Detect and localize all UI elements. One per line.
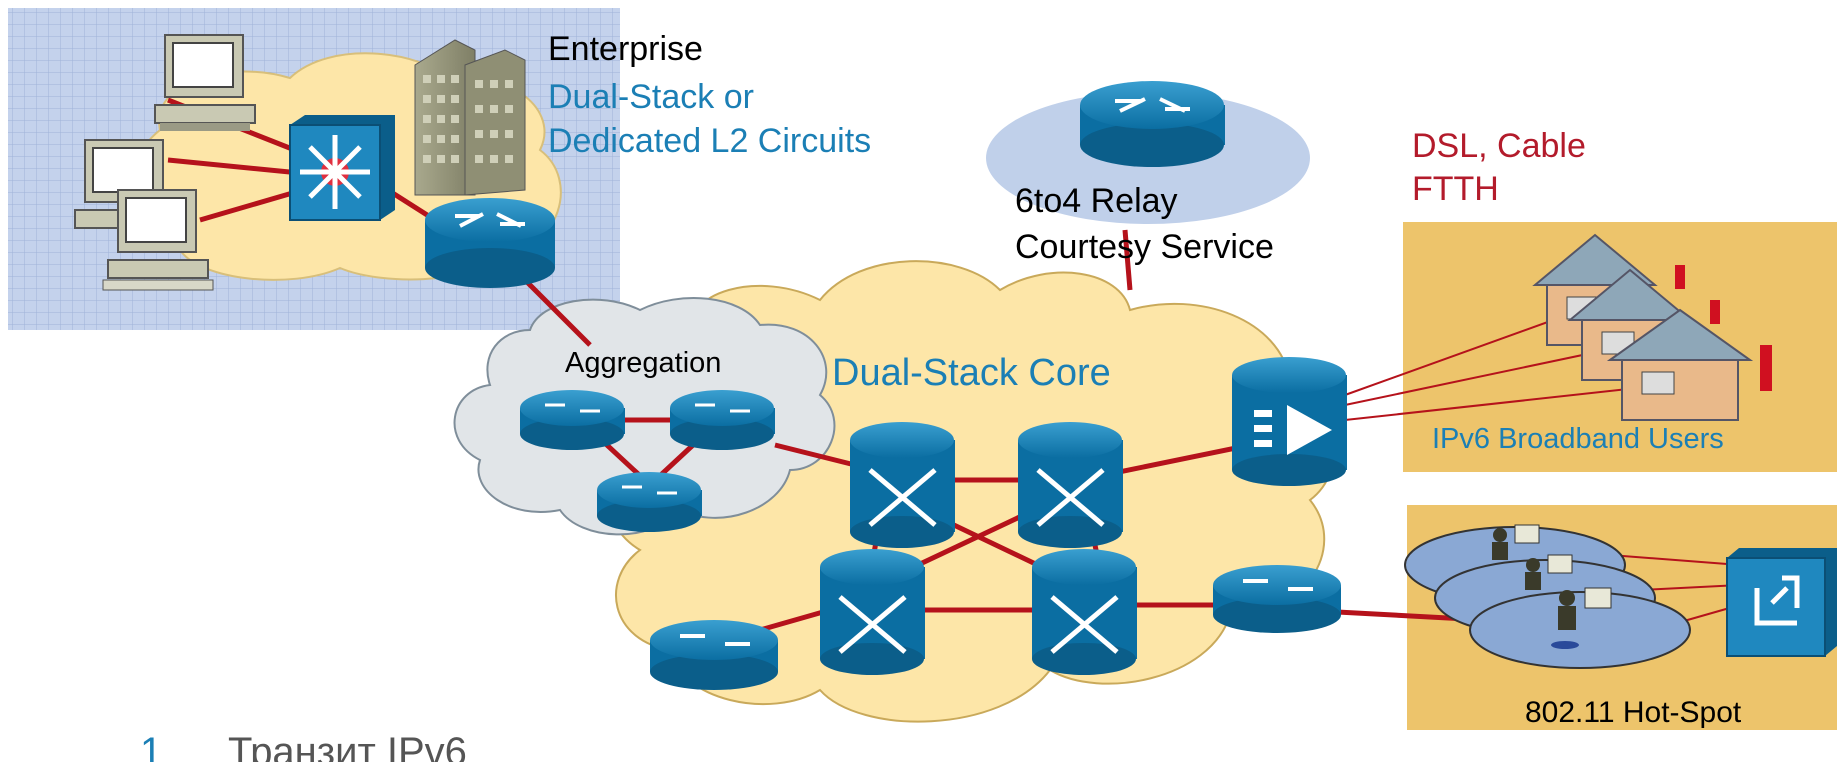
aggregation-label: Aggregation	[565, 347, 721, 379]
core-switch-icon	[1018, 422, 1123, 548]
access-label-line2: FTTH	[1412, 170, 1499, 208]
pc-icon	[154, 34, 256, 131]
enterprise-edge-router-icon	[425, 198, 555, 288]
enterprise-subtitle-line2: Dedicated L2 Circuits	[548, 122, 871, 160]
pc-icon	[102, 189, 214, 291]
multilayer-switch-icon	[289, 115, 395, 221]
relay-router-icon	[1080, 81, 1225, 167]
aggregation-router-icon	[670, 390, 775, 450]
aggregation-router-icon	[597, 472, 702, 532]
access-label-line1: DSL, Cable	[1412, 127, 1586, 165]
aggregation-cloud	[453, 297, 836, 536]
broadband-aggregator-icon	[1232, 357, 1347, 486]
relay-label-line1: 6to4 Relay	[1015, 182, 1178, 220]
hotspot-edge-router-icon	[1213, 565, 1341, 633]
enterprise-title: Enterprise	[548, 30, 703, 68]
office-building-icon	[414, 39, 526, 196]
broadband-label: IPv6 Broadband Users	[1432, 423, 1724, 455]
user-at-desk-icon	[1492, 524, 1612, 649]
core-edge-router-icon	[650, 620, 778, 690]
core-switch-icon	[820, 549, 925, 675]
core-label: Dual-Stack Core	[832, 352, 1111, 394]
footer-text: Транзит IPv6	[228, 730, 467, 762]
aggregation-router-icon	[520, 390, 625, 450]
house-icon	[1606, 308, 1772, 421]
enterprise-subtitle-line1: Dual-Stack or	[548, 78, 754, 116]
wireless-access-point-icon	[1726, 548, 1837, 657]
core-switch-icon	[850, 422, 955, 548]
core-switch-icon	[1032, 549, 1137, 675]
hotspot-label: 802.11 Hot-Spot	[1525, 696, 1742, 729]
relay-label-line2: Courtesy Service	[1015, 228, 1274, 266]
footer-number: 1	[140, 730, 162, 762]
